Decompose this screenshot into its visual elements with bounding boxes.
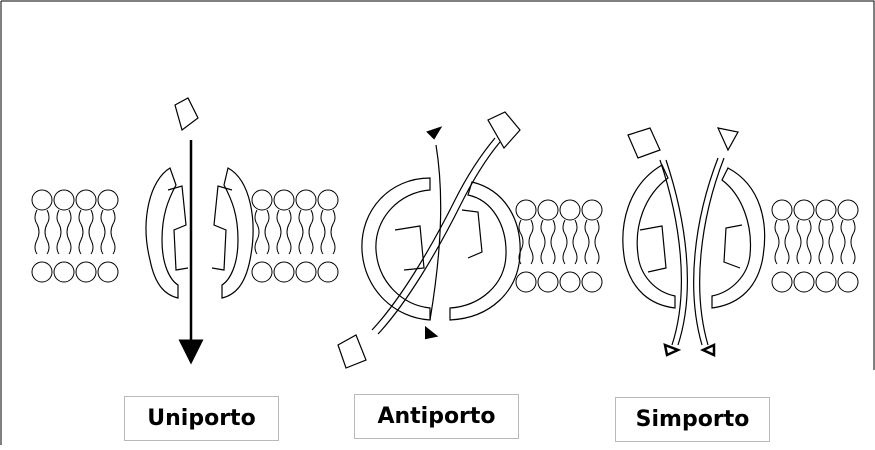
- lipid-bilayer-center-left: [251, 189, 339, 283]
- lipid-bilayer-left: [31, 189, 119, 283]
- symporter-paths: [659, 157, 725, 346]
- arrow-icon: [426, 126, 443, 140]
- antiporto-label: Antiporto: [354, 394, 519, 439]
- antiporter-paths: [371, 137, 501, 335]
- uniporto-label: Uniporto: [124, 396, 279, 441]
- arrow-icon: [663, 343, 682, 357]
- solute-molecule-icon: [174, 97, 199, 132]
- symporter-protein: [622, 164, 766, 309]
- lipid-bilayer-center-right: [515, 199, 603, 293]
- arrow-icon: [425, 325, 439, 340]
- simporto-label: Simporto: [615, 397, 770, 442]
- lipid-bilayer-right: [771, 199, 859, 293]
- uniporter-protein: [145, 167, 254, 299]
- antiporter-protein: [361, 177, 521, 321]
- solute-molecule-icon: [627, 127, 739, 159]
- arrow-icon: [699, 343, 716, 357]
- solute-molecule-icon: [337, 111, 521, 369]
